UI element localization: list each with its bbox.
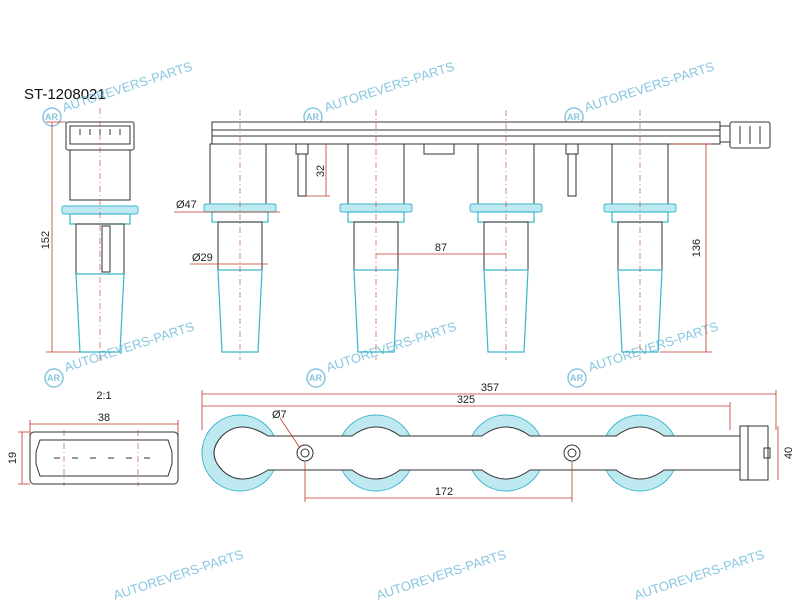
svg-text:AUTOREVERS-PARTS: AUTOREVERS-PARTS bbox=[586, 319, 720, 375]
scale-label: 2:1 bbox=[96, 390, 111, 402]
watermark-9: AUTOREVERS-PARTS bbox=[632, 547, 766, 600]
coil-4 bbox=[603, 110, 677, 360]
watermark-5: AR AUTOREVERS-PARTS bbox=[306, 319, 458, 388]
connector-detail: 2:1 38 19 bbox=[7, 390, 179, 486]
dim-172: 172 bbox=[435, 486, 453, 498]
dim-d7: Ø7 bbox=[272, 409, 287, 421]
front-view: Ø47 Ø29 32 87 136 bbox=[174, 110, 771, 360]
svg-text:AUTOREVERS-PARTS: AUTOREVERS-PARTS bbox=[324, 319, 458, 375]
top-view: 357 325 Ø7 172 40 bbox=[201, 382, 795, 502]
watermark-7: AUTOREVERS-PARTS bbox=[111, 547, 245, 600]
dim-87: 87 bbox=[435, 242, 447, 254]
watermark-1: AR AUTOREVERS-PARTS bbox=[42, 59, 194, 127]
svg-text:AR: AR bbox=[309, 373, 322, 383]
watermark-6: AR AUTOREVERS-PARTS bbox=[567, 319, 720, 388]
coil-3 bbox=[469, 110, 543, 360]
dim-40: 40 bbox=[783, 447, 795, 459]
svg-text:AUTOREVERS-PARTS: AUTOREVERS-PARTS bbox=[582, 59, 716, 115]
dim-38: 38 bbox=[98, 412, 110, 424]
svg-text:AUTOREVERS-PARTS: AUTOREVERS-PARTS bbox=[111, 547, 245, 600]
coil-1 bbox=[203, 110, 277, 360]
svg-text:AR: AR bbox=[45, 112, 58, 122]
watermark-8: AUTOREVERS-PARTS bbox=[374, 547, 508, 600]
coil-2 bbox=[339, 110, 413, 360]
part-number: ST-1208021 bbox=[24, 86, 106, 103]
svg-text:AR: AR bbox=[47, 373, 60, 383]
dim-d47: Ø47 bbox=[176, 199, 197, 211]
dim-19: 19 bbox=[7, 452, 19, 464]
dim-357: 357 bbox=[481, 382, 499, 394]
dim-152: 152 bbox=[40, 231, 52, 249]
svg-text:AUTOREVERS-PARTS: AUTOREVERS-PARTS bbox=[322, 59, 456, 115]
dim-136: 136 bbox=[691, 239, 703, 257]
dim-d29: Ø29 bbox=[192, 252, 213, 264]
svg-text:AR: AR bbox=[306, 112, 319, 122]
side-view: 152 bbox=[40, 108, 139, 362]
svg-text:AUTOREVERS-PARTS: AUTOREVERS-PARTS bbox=[374, 547, 508, 600]
svg-text:AR: AR bbox=[567, 112, 580, 122]
svg-text:AUTOREVERS-PARTS: AUTOREVERS-PARTS bbox=[62, 319, 196, 375]
dim-32: 32 bbox=[315, 165, 327, 177]
watermark-2: AR AUTOREVERS-PARTS bbox=[303, 59, 456, 127]
watermark-3: AR AUTOREVERS-PARTS bbox=[564, 59, 716, 127]
svg-text:AUTOREVERS-PARTS: AUTOREVERS-PARTS bbox=[632, 547, 766, 600]
dim-325: 325 bbox=[457, 394, 475, 406]
svg-text:AR: AR bbox=[570, 373, 583, 383]
svg-text:AUTOREVERS-PARTS: AUTOREVERS-PARTS bbox=[60, 59, 194, 115]
